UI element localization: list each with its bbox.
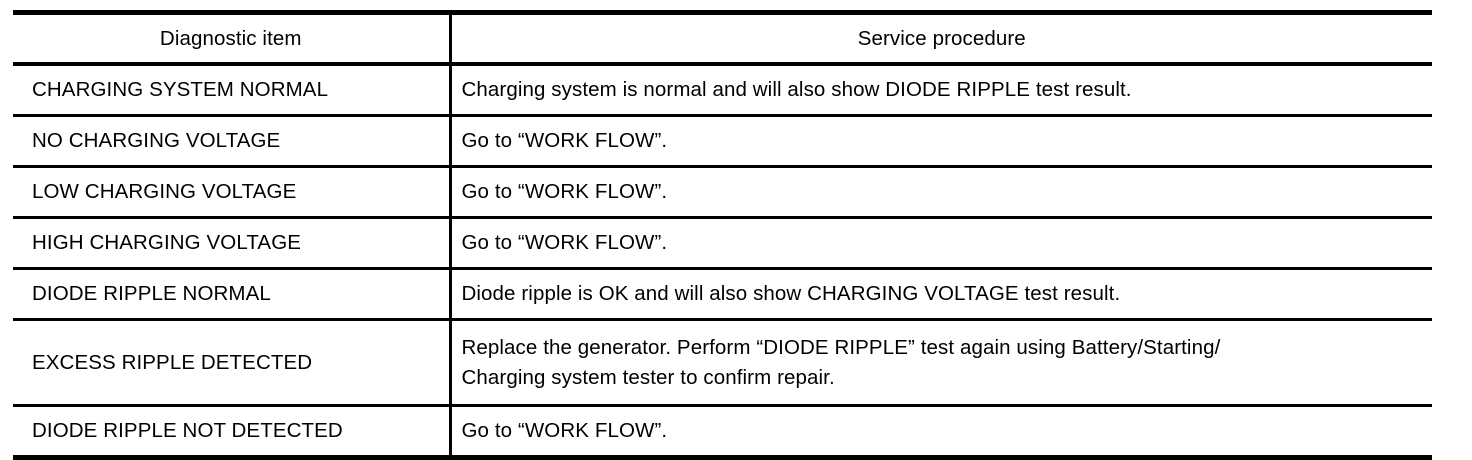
diagnostic-item-text: NO CHARGING VOLTAGE bbox=[32, 129, 281, 153]
cell-service-procedure: Go to “WORK FLOW”. bbox=[450, 217, 1432, 270]
table-head: Diagnostic item Service procedure bbox=[13, 10, 1432, 66]
table-body: CHARGING SYSTEM NORMAL Charging system i… bbox=[13, 64, 1432, 460]
table-row: DIODE RIPPLE NOT DETECTED Go to “WORK FL… bbox=[13, 405, 1432, 460]
service-procedure-text: Charging system is normal and will also … bbox=[461, 78, 1132, 102]
diagnostic-item-text: HIGH CHARGING VOLTAGE bbox=[32, 231, 302, 255]
service-procedure-text: Diode ripple is OK and will also show CH… bbox=[461, 282, 1121, 306]
table-row: DIODE RIPPLE NORMAL Diode ripple is OK a… bbox=[13, 268, 1432, 321]
table-row: HIGH CHARGING VOLTAGE Go to “WORK FLOW”. bbox=[13, 217, 1432, 270]
cell-service-procedure: Go to “WORK FLOW”. bbox=[450, 166, 1432, 219]
diagnostic-item-text: LOW CHARGING VOLTAGE bbox=[32, 180, 297, 204]
column-header-service-procedure-label: Service procedure bbox=[857, 26, 1026, 50]
cell-diagnostic-item: LOW CHARGING VOLTAGE bbox=[13, 166, 452, 219]
diagnostic-item-text: CHARGING SYSTEM NORMAL bbox=[32, 78, 329, 102]
cell-service-procedure: Replace the generator. Perform “DIODE RI… bbox=[450, 319, 1432, 407]
table-row: NO CHARGING VOLTAGE Go to “WORK FLOW”. bbox=[13, 115, 1432, 168]
table-row: EXCESS RIPPLE DETECTED Replace the gener… bbox=[13, 319, 1432, 407]
cell-service-procedure: Go to “WORK FLOW”. bbox=[450, 115, 1432, 168]
cell-service-procedure: Charging system is normal and will also … bbox=[450, 64, 1432, 117]
table-row: LOW CHARGING VOLTAGE Go to “WORK FLOW”. bbox=[13, 166, 1432, 219]
diagnostic-item-text: EXCESS RIPPLE DETECTED bbox=[32, 350, 313, 374]
cell-diagnostic-item: NO CHARGING VOLTAGE bbox=[13, 115, 452, 168]
cell-diagnostic-item: DIODE RIPPLE NOT DETECTED bbox=[13, 405, 452, 460]
diagnostic-item-text: DIODE RIPPLE NORMAL bbox=[32, 282, 271, 306]
diagnostic-item-text: DIODE RIPPLE NOT DETECTED bbox=[32, 419, 343, 443]
column-header-diagnostic-item: Diagnostic item bbox=[13, 10, 452, 66]
cell-service-procedure: Diode ripple is OK and will also show CH… bbox=[450, 268, 1432, 321]
service-procedure-text: Go to “WORK FLOW”. bbox=[461, 419, 668, 443]
diagnostic-table-container: Diagnostic item Service procedure CHARGI… bbox=[13, 10, 1432, 460]
table-row: CHARGING SYSTEM NORMAL Charging system i… bbox=[13, 64, 1432, 117]
cell-diagnostic-item: DIODE RIPPLE NORMAL bbox=[13, 268, 452, 321]
cell-service-procedure: Go to “WORK FLOW”. bbox=[450, 405, 1432, 460]
service-procedure-text: Go to “WORK FLOW”. bbox=[461, 231, 668, 255]
column-header-service-procedure: Service procedure bbox=[450, 10, 1432, 66]
service-procedure-text: Replace the generator. Perform “DIODE RI… bbox=[461, 335, 1221, 389]
diagnostic-service-table: Diagnostic item Service procedure CHARGI… bbox=[13, 10, 1432, 460]
table-header-row: Diagnostic item Service procedure bbox=[13, 10, 1432, 66]
service-procedure-text: Go to “WORK FLOW”. bbox=[461, 129, 668, 153]
cell-diagnostic-item: CHARGING SYSTEM NORMAL bbox=[13, 64, 452, 117]
cell-diagnostic-item: HIGH CHARGING VOLTAGE bbox=[13, 217, 452, 270]
column-header-diagnostic-item-label: Diagnostic item bbox=[159, 26, 302, 50]
cell-diagnostic-item: EXCESS RIPPLE DETECTED bbox=[13, 319, 452, 407]
service-procedure-text: Go to “WORK FLOW”. bbox=[461, 180, 668, 204]
